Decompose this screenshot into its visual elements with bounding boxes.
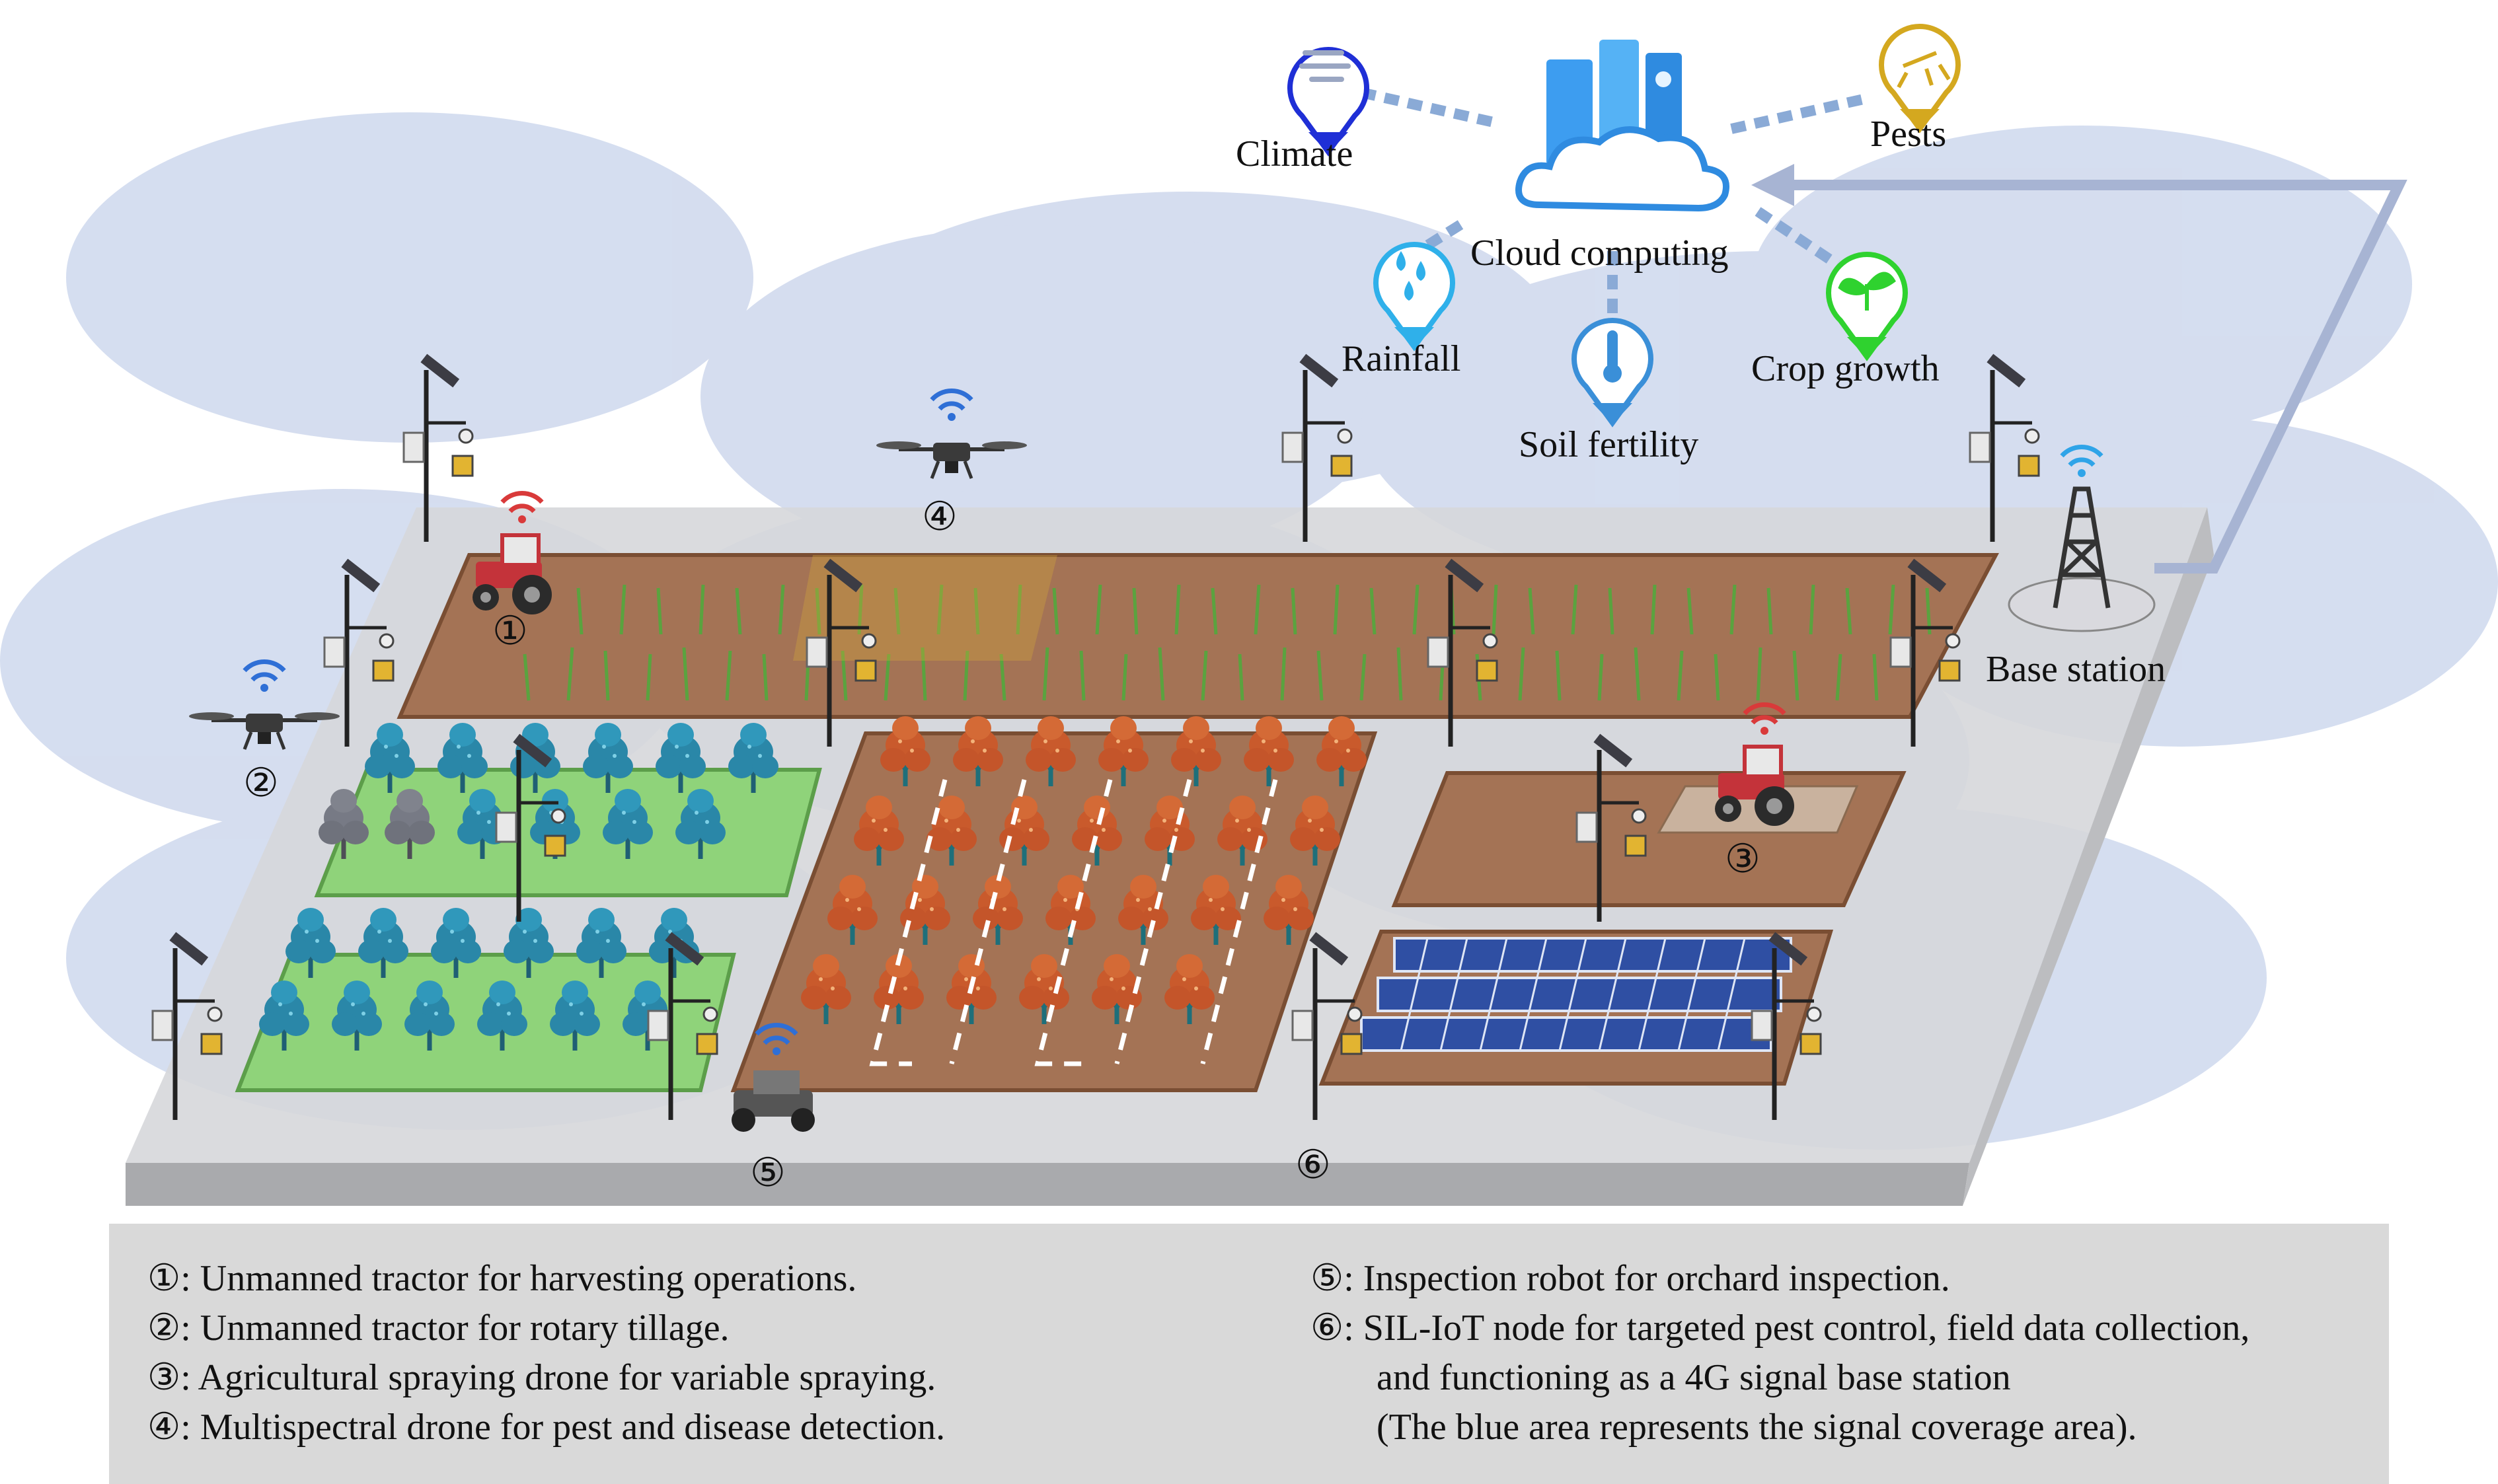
base-station-tower [2008,447,2156,632]
solar-field [1318,930,1834,1086]
tilled-field [1391,771,1907,907]
orange-orchard [730,716,1378,1092]
legend-item-6-line-2: and functioning as a 4G signal base stat… [1377,1357,2011,1398]
marker-1: ① [492,609,528,653]
orchard-plot-top-left [314,723,822,897]
uplink-arrow [1751,164,2407,574]
pests-label: Pests [1870,114,1947,155]
base-station-label: Base station [1986,649,2166,690]
climate-label: Climate [1236,133,1353,174]
rainfall-label: Rainfall [1342,338,1461,379]
legend-item-1: ①: Unmanned tractor for harvesting opera… [147,1258,857,1299]
marker-2: ② [243,761,279,805]
legend-item-6: ⑥: SIL-IoT node for targeted pest contro… [1310,1308,2250,1349]
marker-5: ⑤ [750,1151,786,1195]
soil-fertility-icon [1571,318,1653,427]
crop-growth-label: Crop growth [1751,348,1940,389]
pests-icon [1879,24,1961,133]
legend-item-6-line-3: (The blue area represents the signal cov… [1377,1407,2137,1448]
legend-item-5: ⑤: Inspection robot for orchard inspecti… [1310,1258,1950,1299]
cloud-computing-icon [1515,40,1729,212]
cloud-computing-label: Cloud computing [1470,233,1729,274]
marker-6: ⑥ [1295,1143,1331,1187]
smart-farm-scene [0,24,2498,1206]
legend-item-3: ③: Agricultural spraying drone for varia… [147,1357,936,1398]
climate-icon [1287,47,1369,157]
marker-4: ④ [922,495,958,538]
legend-item-2: ②: Unmanned tractor for rotary tillage. [147,1308,730,1349]
rainfall-icon [1373,242,1455,352]
soil-fertility-label: Soil fertility [1519,424,1699,465]
crop-growth-icon [1826,252,1908,361]
inspection-robot [732,1025,815,1132]
orchard-plot-bottom-left [235,908,736,1092]
wheat-field [397,553,1999,719]
legend-item-4: ④: Multispectral drone for pest and dise… [147,1407,946,1448]
legend-box: ①: Unmanned tractor for harvesting opera… [109,1224,2389,1484]
marker-3: ③ [1725,837,1760,881]
